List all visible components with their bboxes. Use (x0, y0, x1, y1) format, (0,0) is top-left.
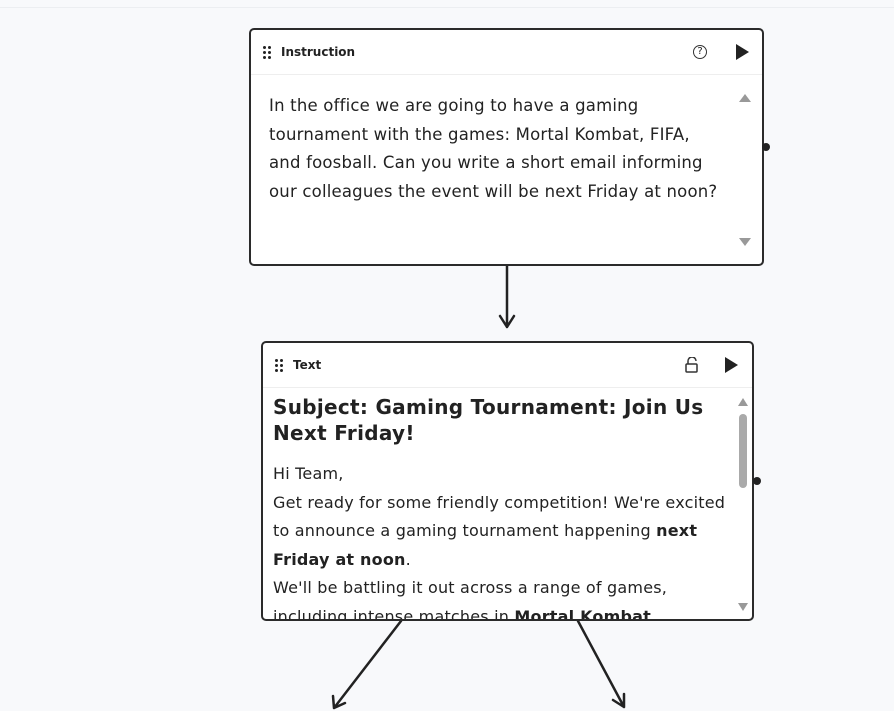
node-title: Instruction (281, 45, 356, 59)
email-paragraph-1: Get ready for some friendly competition!… (273, 489, 728, 575)
instruction-node-header[interactable]: Instruction ? (251, 30, 762, 75)
instruction-textarea[interactable]: In the office we are going to have a gam… (251, 75, 762, 264)
run-button[interactable] (736, 44, 749, 60)
email-subject: Subject: Gaming Tournament: Join Us Next… (273, 395, 704, 445)
edge-instruction-to-text (498, 264, 516, 329)
drag-handle-icon[interactable] (275, 359, 283, 372)
scroll-down-icon[interactable] (739, 238, 751, 246)
scroll-up-icon[interactable] (739, 94, 751, 102)
output-port[interactable] (762, 143, 770, 151)
scroll-down-icon[interactable] (738, 603, 748, 611)
scroll-up-icon[interactable] (738, 398, 748, 406)
unlock-icon[interactable] (685, 356, 699, 373)
node-title: Text (293, 358, 322, 372)
text: We'll be battling it out across a range … (273, 578, 668, 619)
output-port[interactable] (753, 477, 761, 485)
edge-text-to-right (576, 619, 626, 709)
instruction-text: In the office we are going to have a gam… (269, 96, 718, 201)
text-output-area[interactable]: Subject: Gaming Tournament: Join Us Next… (263, 388, 752, 619)
edge-text-to-left (331, 619, 403, 710)
top-divider (0, 7, 894, 8)
run-button[interactable] (725, 357, 738, 373)
bold-text: Mortal Kombat (514, 606, 651, 620)
email-paragraph-2: We'll be battling it out across a range … (273, 574, 728, 619)
bold-text: next Friday at noon (273, 521, 698, 569)
text-node[interactable]: Text Subject: Gaming Tournament: Join Us… (261, 341, 754, 621)
text-node-header[interactable]: Text (263, 343, 752, 388)
instruction-node[interactable]: Instruction ? In the office we are going… (249, 28, 764, 266)
email-body: Hi Team, Get ready for some friendly com… (273, 460, 728, 619)
help-icon[interactable]: ? (693, 45, 707, 59)
drag-handle-icon[interactable] (263, 46, 271, 59)
text: . (405, 549, 411, 569)
text: Get ready for some friendly competition!… (273, 492, 726, 541)
scrollbar-thumb[interactable] (739, 414, 747, 488)
email-greeting: Hi Team, (273, 464, 344, 483)
